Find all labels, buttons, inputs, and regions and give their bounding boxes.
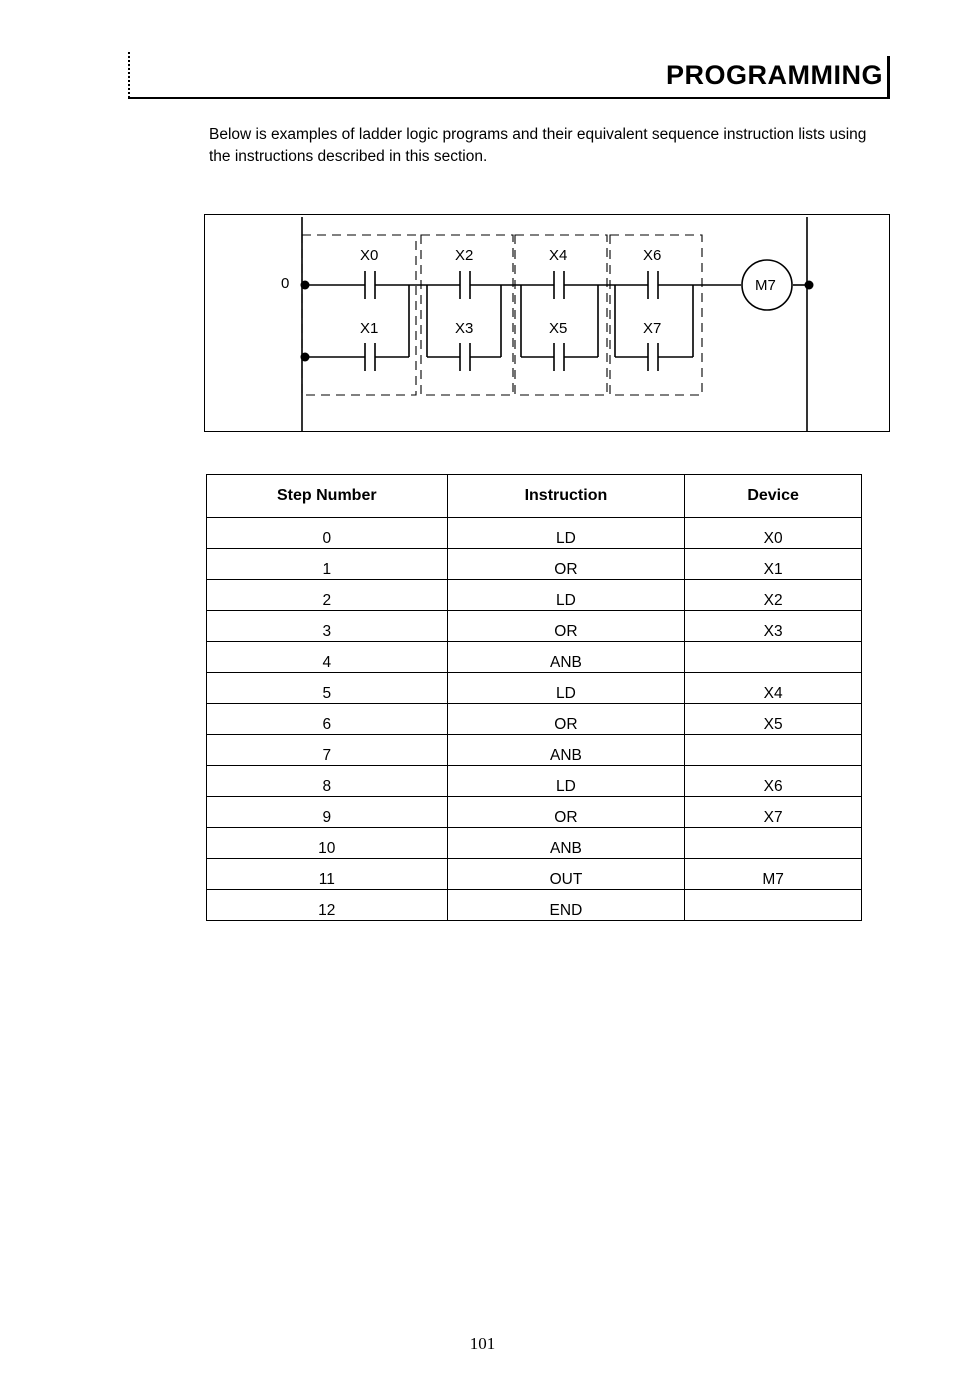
step-cell: 11 — [206, 858, 448, 890]
contact-x3 — [459, 343, 471, 371]
contact-x1 — [364, 343, 376, 371]
device-cell: X4 — [684, 672, 862, 704]
block-outlines — [301, 234, 703, 396]
instruction-cell: LD — [446, 517, 686, 549]
step-cell: 10 — [206, 827, 448, 859]
header-device: Device — [684, 474, 862, 518]
contact-label-x6: X6 — [643, 247, 661, 264]
ladder-diagram: 0 X0 X2 X4 X6 X1 X3 X5 X7 M7 — [204, 214, 890, 432]
step-cell: 9 — [206, 796, 448, 828]
contact-x5 — [553, 343, 565, 371]
contact-x6 — [647, 271, 659, 299]
instruction-cell: OR — [446, 796, 686, 828]
intro-paragraph: Below is examples of ladder logic progra… — [209, 126, 867, 165]
instruction-cell: LD — [446, 579, 686, 611]
instruction-cell: LD — [446, 672, 686, 704]
contact-x0 — [364, 271, 376, 299]
coil-m7 — [741, 259, 793, 311]
junction-dot-top — [300, 280, 310, 290]
instruction-cell: END — [446, 889, 686, 921]
contact-label-x7: X7 — [643, 320, 661, 337]
device-cell: X0 — [684, 517, 862, 549]
instruction-cell: OUT — [446, 858, 686, 890]
contact-label-x2: X2 — [455, 247, 473, 264]
table-header-row: Step Number Instruction Device — [206, 474, 862, 518]
rung-number: 0 — [281, 275, 289, 292]
branch-verticals — [408, 285, 694, 357]
device-cell: X7 — [684, 796, 862, 828]
instruction-cell: ANB — [446, 827, 686, 859]
header-step-number: Step Number — [206, 474, 448, 518]
instruction-cell: OR — [446, 548, 686, 580]
contact-label-x4: X4 — [549, 247, 567, 264]
device-cell — [684, 734, 862, 766]
device-cell — [684, 641, 862, 673]
step-cell: 3 — [206, 610, 448, 642]
contact-label-x1: X1 — [360, 320, 378, 337]
contact-label-x0: X0 — [360, 247, 378, 264]
contact-x4 — [553, 271, 565, 299]
header-dotted-margin — [128, 52, 134, 98]
step-cell: 0 — [206, 517, 448, 549]
step-cell: 6 — [206, 703, 448, 735]
instruction-cell: ANB — [446, 641, 686, 673]
contact-label-x3: X3 — [455, 320, 473, 337]
junction-dot-bottom — [300, 352, 310, 362]
contact-x7 — [647, 343, 659, 371]
header-instruction: Instruction — [446, 474, 686, 518]
instruction-cell: ANB — [446, 734, 686, 766]
instruction-cell: LD — [446, 765, 686, 797]
instruction-cell: OR — [446, 610, 686, 642]
step-cell: 5 — [206, 672, 448, 704]
step-cell: 4 — [206, 641, 448, 673]
step-cell: 2 — [206, 579, 448, 611]
contact-label-x5: X5 — [549, 320, 567, 337]
device-cell: X3 — [684, 610, 862, 642]
header-edge-mark — [887, 56, 890, 98]
step-cell: 1 — [206, 548, 448, 580]
coil-label-m7: M7 — [755, 277, 776, 294]
instruction-cell: OR — [446, 703, 686, 735]
device-cell — [684, 827, 862, 859]
step-cell: 7 — [206, 734, 448, 766]
header-rule — [128, 97, 890, 99]
page-number: 101 — [469, 1334, 496, 1353]
device-cell: X2 — [684, 579, 862, 611]
page-header-title: PROGRAMMING — [666, 60, 883, 90]
ladder-diagram-svg: 0 X0 X2 X4 X6 X1 X3 X5 X7 M7 — [281, 217, 814, 431]
step-cell: 12 — [206, 889, 448, 921]
device-cell — [684, 889, 862, 921]
contact-x2 — [459, 271, 471, 299]
device-cell: X1 — [684, 548, 862, 580]
step-cell: 8 — [206, 765, 448, 797]
junction-dot-right — [804, 280, 814, 290]
device-cell: X5 — [684, 703, 862, 735]
device-cell: M7 — [684, 858, 862, 890]
device-cell: X6 — [684, 765, 862, 797]
